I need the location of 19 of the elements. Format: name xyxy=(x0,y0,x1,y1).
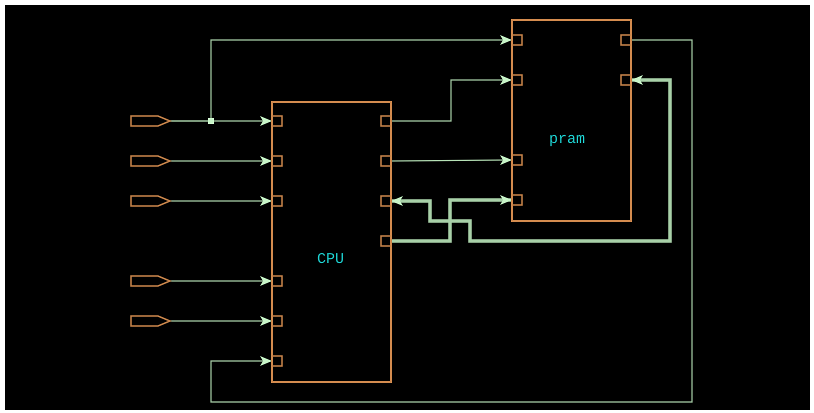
block-box xyxy=(271,101,392,383)
connector-line xyxy=(170,316,272,326)
connector-line xyxy=(170,35,512,122)
connector-line xyxy=(210,39,693,403)
connector-line xyxy=(170,276,272,286)
connector-line xyxy=(391,195,512,243)
connector-line xyxy=(170,156,272,166)
connector-line xyxy=(170,196,272,206)
block-box xyxy=(511,19,632,222)
input-port xyxy=(130,275,171,287)
input-port xyxy=(130,195,171,207)
connector-line xyxy=(391,155,512,166)
connector-line xyxy=(391,75,512,122)
input-port xyxy=(130,315,171,327)
connector-line xyxy=(391,75,672,243)
input-port xyxy=(130,115,171,127)
block-label: pram xyxy=(549,131,586,148)
input-port xyxy=(130,155,171,167)
block-label: CPU xyxy=(317,251,344,268)
